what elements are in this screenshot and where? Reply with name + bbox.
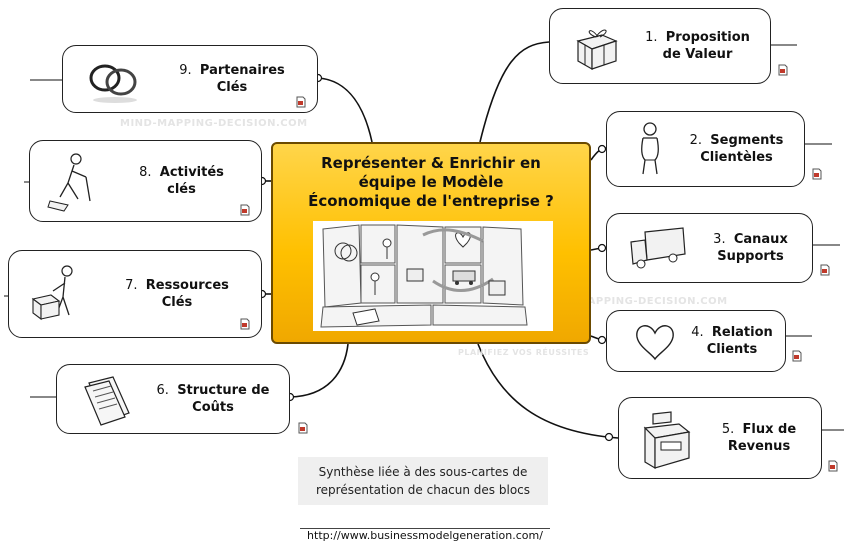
block-flux-revenus[interactable]: 5. Flux de Revenus [618, 397, 822, 479]
document-link-icon[interactable] [792, 350, 802, 362]
block-partenaires-cles[interactable]: 9. Partenaires Clés [62, 45, 318, 113]
heart-icon [636, 325, 674, 361]
block-canaux-supports[interactable]: 3. Canaux Supports [606, 213, 813, 283]
block-proposition-valeur[interactable]: 1. Proposition de Valeur [549, 8, 771, 84]
truck-icon [630, 227, 686, 269]
document-link-icon[interactable] [778, 64, 788, 76]
worker-with-boxes-icon [31, 265, 73, 321]
document-link-icon[interactable] [240, 318, 250, 330]
block-number: 8. [139, 165, 152, 180]
link-structure [289, 343, 349, 398]
worker-icon [47, 153, 91, 212]
block-number: 7. [125, 278, 138, 293]
block-structure-couts[interactable]: 6. Structure de Coûts [56, 364, 290, 434]
block-number: 3. [713, 232, 726, 247]
document-link-icon[interactable] [298, 422, 308, 434]
document-link-icon[interactable] [812, 168, 822, 180]
gift-box-icon [576, 29, 618, 71]
document-link-icon[interactable] [820, 264, 830, 276]
document-link-icon[interactable] [828, 460, 838, 472]
synthesis-note: Synthèse liée à des sous-cartes de repré… [298, 457, 548, 505]
block-number: 5. [721, 422, 735, 437]
central-title: Représenter & Enrichir en équipe le Modè… [308, 154, 554, 210]
source-url[interactable]: http://www.businessmodelgeneration.com/ [300, 528, 550, 542]
block-segments-clienteles[interactable]: 2. Segments Clientèles [606, 111, 805, 187]
link-flux [477, 343, 619, 439]
block-number: 9. [179, 63, 192, 78]
watermark-text: MIND-MAPPING-DECISION.COM [540, 296, 728, 307]
block-number: 1. [645, 30, 658, 45]
document-link-icon[interactable] [240, 204, 250, 216]
block-relation-clients[interactable]: 4. Relation Clients [606, 310, 786, 372]
document-link-icon[interactable] [296, 96, 306, 108]
watermark-text: MIND-MAPPING-DECISION.COM [120, 118, 308, 129]
block-number: 4. [691, 325, 704, 340]
watermark-text: PLANIFIEZ VOS RÉUSSITES [458, 348, 590, 357]
link-partenaires [317, 77, 373, 143]
linked-rings-icon [89, 64, 137, 103]
block-number: 6. [156, 383, 169, 398]
block-ressources-cles[interactable]: 7. Ressources Clés [8, 250, 262, 338]
business-model-canvas-image [313, 221, 553, 331]
link-proposition [479, 41, 550, 143]
block-activites-cles[interactable]: 8. Activités clés [29, 140, 262, 222]
person-icon [641, 122, 659, 175]
paper-stack-icon [84, 376, 130, 426]
block-number: 2. [689, 133, 703, 148]
central-topic[interactable]: Représenter & Enrichir en équipe le Modè… [271, 142, 591, 344]
cash-register-icon [643, 411, 691, 470]
